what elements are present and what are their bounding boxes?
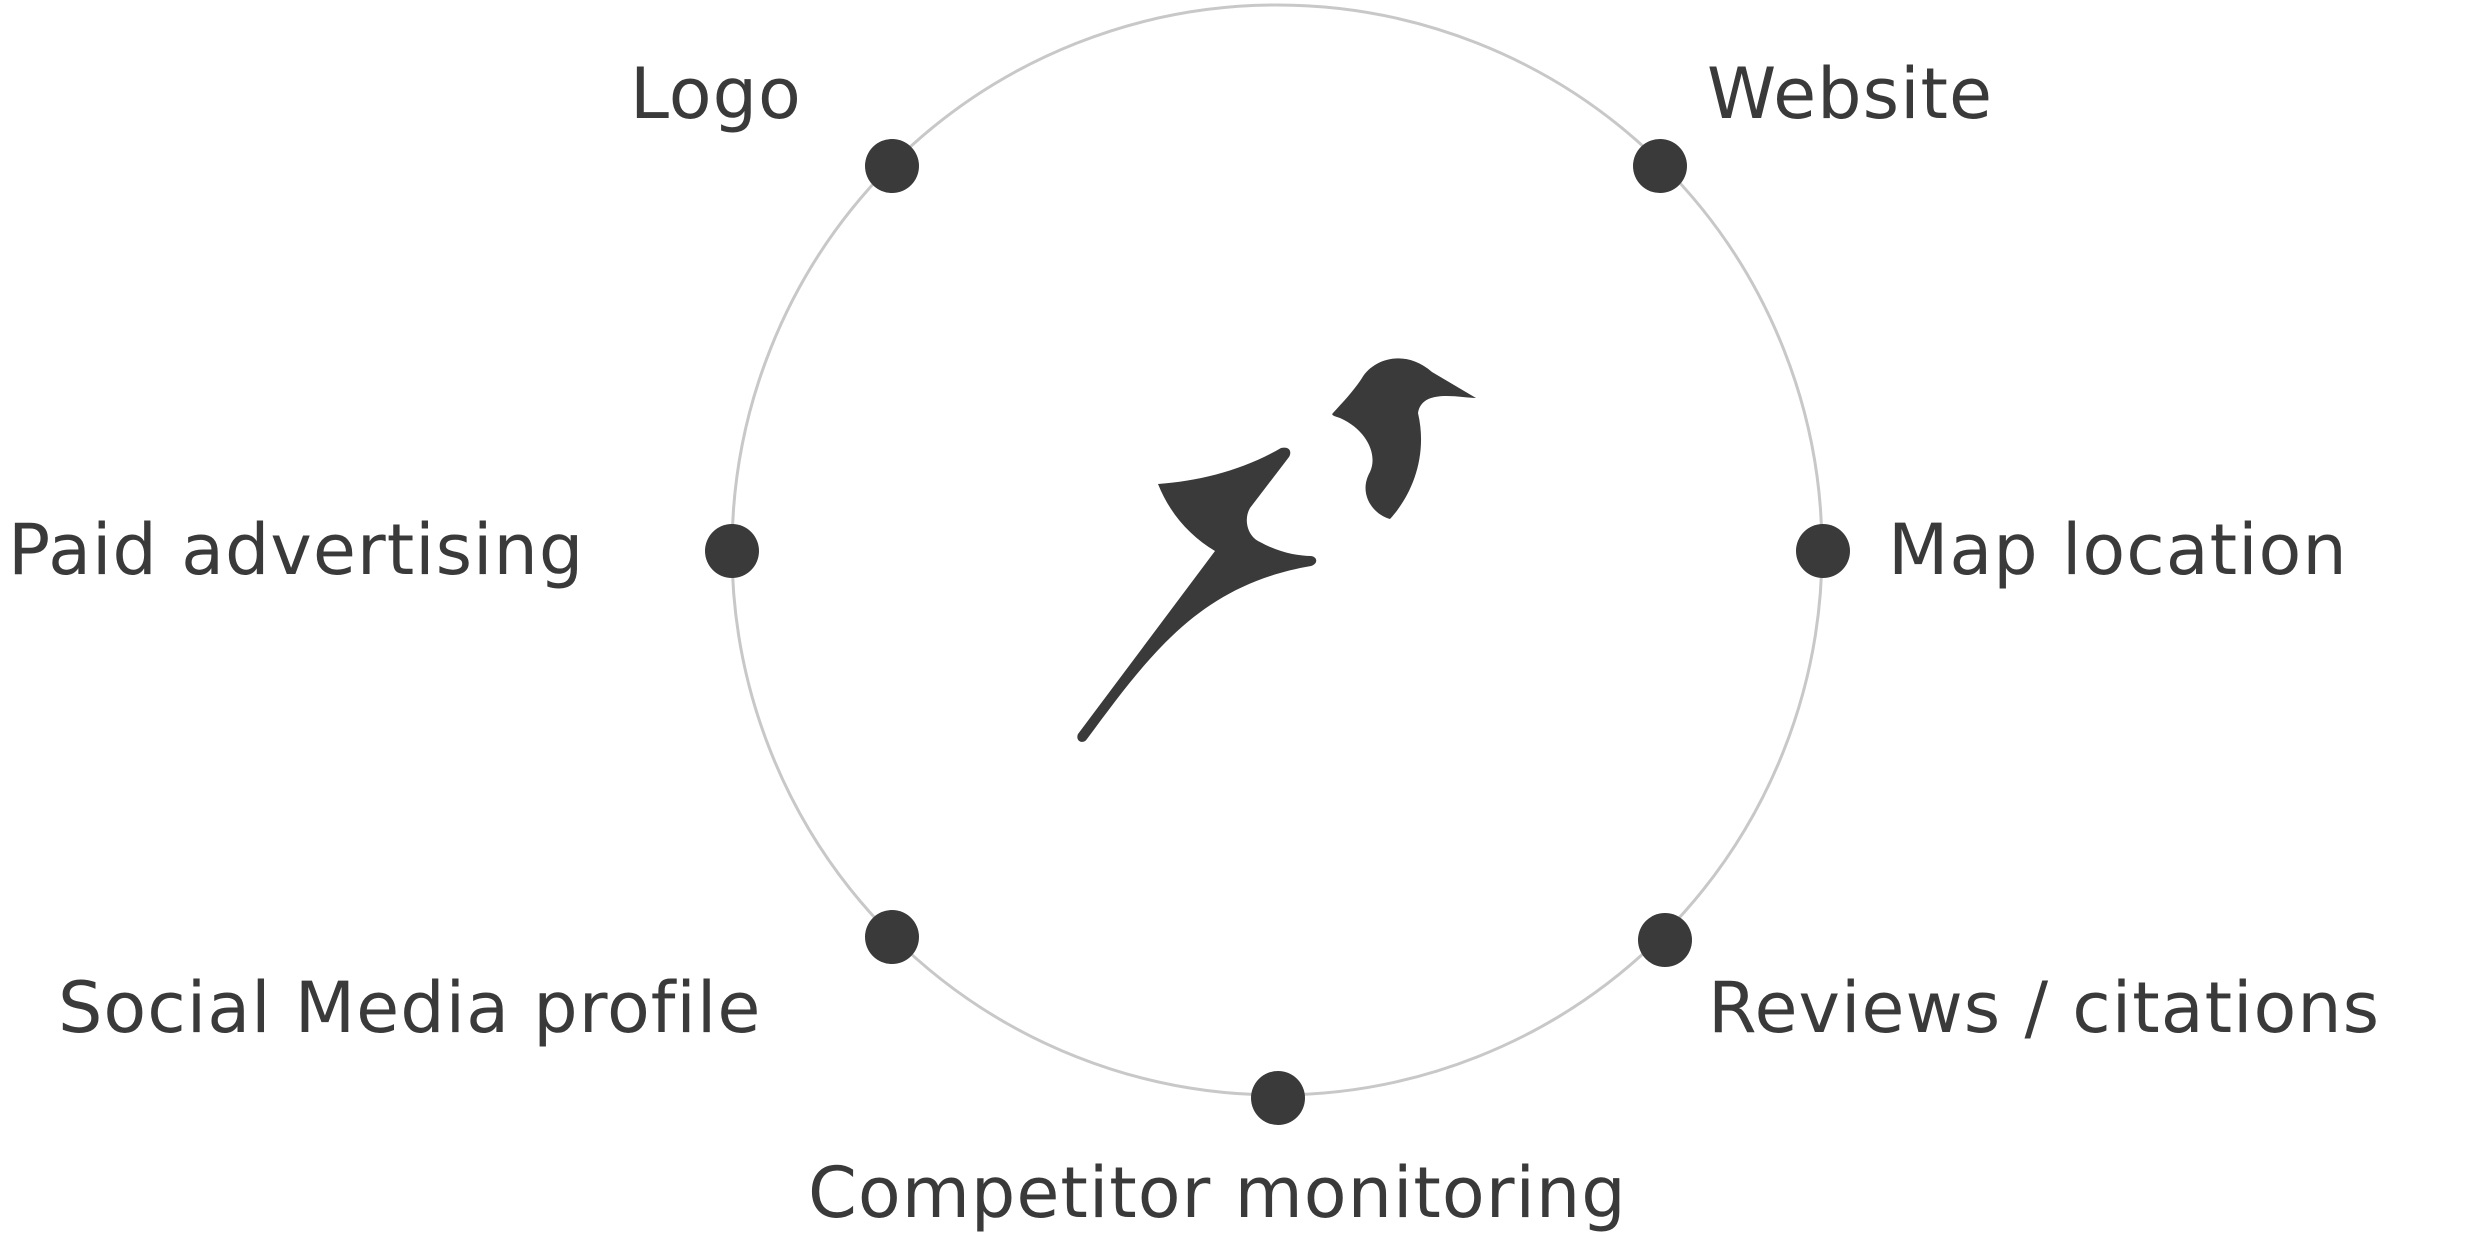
node-website [1633,139,1687,193]
node-reviews-citations [1638,913,1692,967]
label-social-media-profile: Social Media profile [58,967,762,1049]
node-logo [865,139,919,193]
label-website: Website [1707,53,1994,135]
label-map-location: Map location [1888,509,2348,591]
label-logo: Logo [630,53,802,135]
label-competitor-monitoring: Competitor monitoring [808,1152,1627,1234]
label-paid-advertising: Paid advertising [8,509,585,591]
bird-logo-icon [1077,358,1476,742]
node-paid-advertising [705,524,759,578]
node-competitor-monitoring [1251,1071,1305,1125]
node-social-media-profile [865,910,919,964]
label-reviews-citations: Reviews / citations [1708,967,2381,1049]
node-map-location [1796,524,1850,578]
